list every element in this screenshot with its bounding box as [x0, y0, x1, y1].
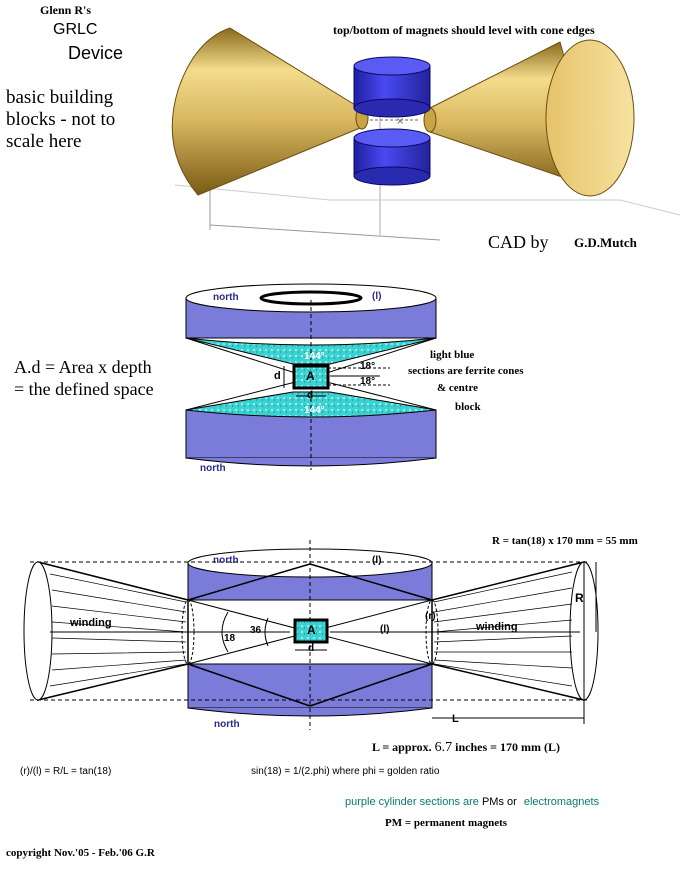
winding-right: winding: [476, 621, 518, 633]
angle-144-bottom: 144°: [304, 405, 325, 416]
angle-18-top: 18°: [360, 361, 376, 372]
legend-text-1: purple cylinder sections are: [345, 796, 479, 808]
r-small-label: (r): [425, 611, 436, 622]
north-label-top: north: [213, 292, 239, 303]
length-value: 6.7: [434, 740, 453, 755]
pm-definition: PM = permanent magnets: [385, 817, 508, 829]
block-a-label: A: [306, 369, 315, 383]
angle-18-label: 18: [224, 633, 236, 644]
cone-edge-note: top/bottom of magnets should level with …: [333, 23, 595, 37]
ferrite-desc-1: light blue: [430, 349, 475, 361]
ferrite-desc-3: & centre: [437, 382, 479, 394]
north-label-bottom-b: north: [214, 719, 240, 730]
l-label: (l): [372, 291, 382, 302]
l-label-top-b: (l): [372, 555, 382, 566]
angle-36-label: 36: [250, 625, 262, 636]
cad-by-label: CAD by: [488, 232, 549, 252]
legend-text-2: PMs or: [481, 796, 517, 808]
magnet-stack: ×: [353, 56, 431, 186]
winding-left: winding: [70, 617, 112, 629]
block-a-label-b: A: [307, 623, 316, 637]
ferrite-desc-4: block: [455, 401, 481, 413]
middle-cross-section: [185, 283, 437, 470]
bottom-cross-section: [23, 540, 599, 730]
angle-18-bottom: 18°: [360, 376, 376, 387]
L-label: L: [452, 713, 459, 725]
ratio-formula: (r)/(l) = R/L = tan(18): [20, 766, 112, 777]
north-label-bottom: north: [200, 463, 226, 474]
length-prefix: L = approx.: [372, 740, 432, 754]
blocks-note-1: basic building: [6, 87, 114, 108]
north-label-top-b: north: [213, 555, 239, 566]
angle-144-top: 144°: [304, 351, 325, 362]
length-suffix: inches = 170 mm (L): [455, 740, 560, 754]
r-formula: R = tan(18) x 170 mm = 55 mm: [492, 535, 638, 547]
formula-line-2: = the defined space: [14, 379, 154, 399]
right-cone: [423, 39, 635, 197]
blocks-note-2: blocks - not to: [6, 109, 116, 130]
title-line-1: Glenn R's: [40, 3, 92, 17]
cad-author: G.D.Mutch: [574, 235, 637, 250]
d-side-label: d: [274, 370, 281, 382]
left-cone: [171, 27, 369, 196]
R-label: R: [575, 591, 584, 605]
d-bottom-label: d: [307, 390, 314, 401]
d-label-b: d: [308, 643, 315, 654]
blocks-note-3: scale here: [6, 131, 82, 152]
legend-line: purple cylinder sections are PMs or elec…: [345, 797, 599, 808]
copyright: copyright Nov.'05 - Feb.'06 G.R: [6, 847, 155, 859]
left-winding-cone: [23, 561, 195, 701]
length-line: L = approx. 6.7 inches = 170 mm (L): [372, 741, 560, 755]
cad-render: ×: [171, 27, 681, 241]
svg-text:×: ×: [396, 116, 404, 127]
ferrite-desc-2: sections are ferrite cones: [408, 365, 524, 377]
title-line-2: GRLC: [53, 21, 98, 38]
sine-formula: sin(18) = 1/(2.phi) where phi = golden r…: [251, 766, 440, 777]
title-line-3: Device: [68, 43, 124, 63]
legend-text-3: electromagnets: [523, 796, 600, 808]
formula-line-1: A.d = Area x depth: [14, 357, 152, 377]
l-label-mid-b: (l): [380, 624, 390, 635]
